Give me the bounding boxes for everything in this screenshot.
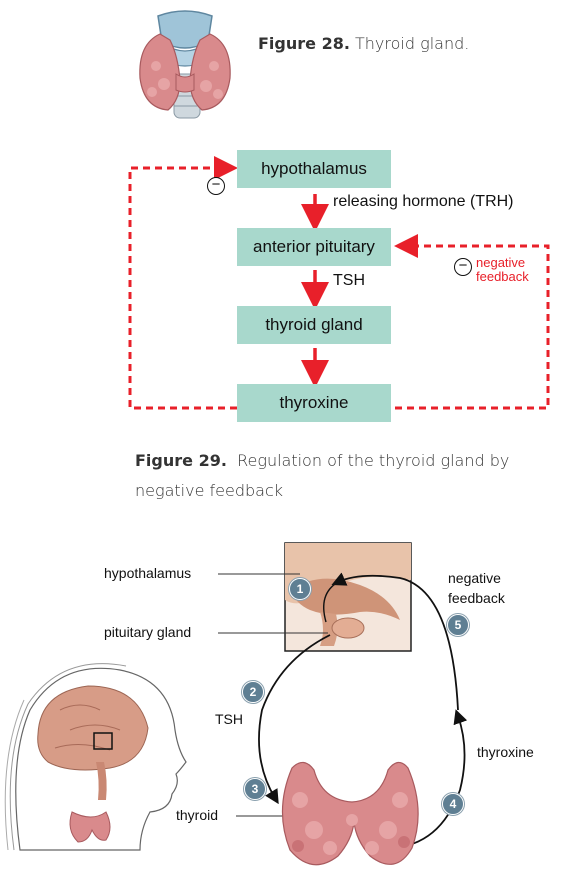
figure-29-line1: Figure 29. Regulation of the thyroid gla… <box>135 446 509 476</box>
box-anterior-pituitary: anterior pituitary <box>237 228 391 266</box>
box-thyroxine: thyroxine <box>237 384 391 422</box>
box-thyroid-gland: thyroid gland <box>237 306 391 344</box>
figure-29-label: Figure 29. <box>135 451 227 470</box>
negative-feedback-line2: feedback <box>476 269 529 284</box>
figure-29-text-1: Regulation of the thyroid gland by <box>237 451 510 470</box>
diagram-label-negative-feedback: negative feedback <box>448 568 505 608</box>
diagram-negative-line1: negative <box>448 570 501 586</box>
label-releasing-hormone: releasing hormone (TRH) <box>333 193 514 210</box>
diagram-label-pituitary: pituitary gland <box>104 624 192 640</box>
minus-icon-pituitary: − <box>454 258 472 276</box>
diagram-label-thyroxine: thyroxine <box>477 744 534 760</box>
step-3-badge: 3 <box>244 778 266 800</box>
thyroid-gland-illustration <box>139 10 231 119</box>
diagram-label-tsh: TSH <box>215 711 243 727</box>
head-silhouette <box>4 663 187 851</box>
minus-icon-hypothalamus: − <box>207 177 225 195</box>
diagram-label-thyroid: thyroid <box>176 807 219 823</box>
step-2-badge: 2 <box>242 681 264 703</box>
figure-28-text: Thyroid gland. <box>355 34 470 53</box>
thyroid-illustration <box>281 761 419 866</box>
step-5-badge: 5 <box>447 614 469 636</box>
negative-feedback-label: negative feedback <box>476 256 529 284</box>
diagram-label-hypothalamus: hypothalamus <box>104 565 192 581</box>
figure-28-label: Figure 28. <box>258 34 350 53</box>
diagram-negative-line2: feedback <box>448 590 505 606</box>
figure-28-caption: Figure 28. Thyroid gland. <box>258 34 469 53</box>
negative-feedback-line1: negative <box>476 255 526 270</box>
box-hypothalamus: hypothalamus <box>237 150 391 188</box>
flowchart-lines <box>128 156 550 414</box>
step-4-badge: 4 <box>442 793 464 815</box>
step-1-badge: 1 <box>289 578 311 600</box>
figure-29-caption: Figure 29. Regulation of the thyroid gla… <box>135 446 509 506</box>
feedback-diagram <box>4 542 468 866</box>
figure-29-text-2: negative feedback <box>135 481 284 500</box>
label-tsh: TSH <box>333 272 365 289</box>
